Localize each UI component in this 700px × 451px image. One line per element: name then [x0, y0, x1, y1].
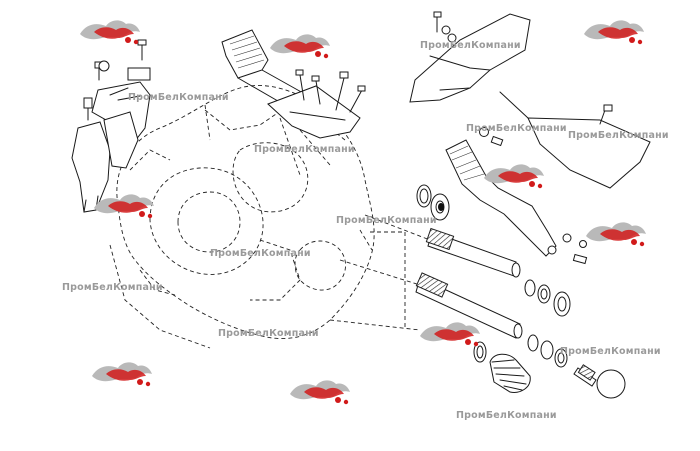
- rubber-boot: [473, 341, 531, 393]
- watermark-text: ПромБелКомпани: [218, 328, 319, 339]
- seal-rings-right-upper: [524, 279, 571, 317]
- selector-shaft-lower: [415, 272, 523, 339]
- top-right-bracket: [409, 11, 531, 103]
- watermark-text: ПромБелКомпани: [466, 123, 567, 134]
- watermark-text: ПромБелКомпани: [568, 130, 669, 141]
- seal-rings-right-lower: [527, 334, 568, 368]
- watermark-text: ПромБелКомпани: [560, 346, 661, 357]
- watermark-text: ПромБелКомпани: [336, 215, 437, 226]
- washer-bolt-mid: [479, 127, 504, 147]
- watermarks: ПромБелКомпани ПромБелКомпани ПромБелКом…: [62, 20, 669, 421]
- bolt-small-1: [127, 39, 151, 81]
- cover-plate: [499, 91, 651, 189]
- bracket-plate: [221, 29, 361, 139]
- watermark-text: ПромБелКомпани: [456, 410, 557, 421]
- watermark-text: ПромБелКомпани: [420, 40, 521, 51]
- watermark-text: ПромБелКомпани: [210, 248, 311, 259]
- watermark-text: ПромБелКомпани: [128, 92, 229, 103]
- seal-rings-upper: [416, 184, 450, 221]
- gear-knob: [573, 364, 626, 399]
- selector-shaft-upper: [425, 227, 521, 278]
- watermark-text: ПромБелКомпани: [254, 144, 355, 155]
- gearbox-housing: [109, 85, 375, 349]
- leader-lines: [204, 104, 431, 331]
- shift-fork: [71, 60, 151, 213]
- watermark-text: ПромБелКомпани: [62, 282, 163, 293]
- bracket-bolts: [295, 69, 366, 113]
